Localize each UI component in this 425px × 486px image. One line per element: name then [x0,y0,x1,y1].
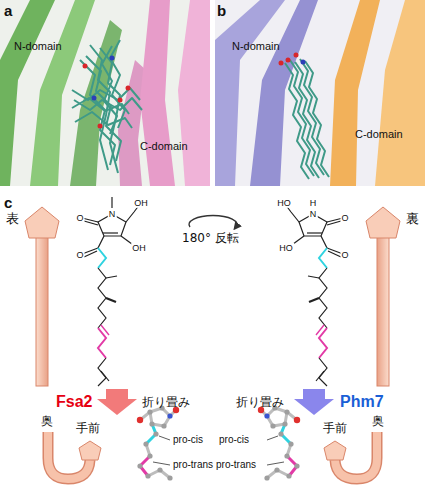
atom-label: OH [131,243,147,253]
atom-label: HO [278,243,294,253]
enzyme-name: Phm7 [340,393,384,411]
atom-label: O [75,213,84,223]
panel-b-structure [215,0,425,186]
prochiral-label: pro-trans [215,459,257,471]
prochiral-label: pro-cis [218,434,250,446]
depth-label: 手前 [323,422,347,436]
strand-schematic [25,207,59,386]
depth-label: 奥 [372,415,384,429]
chemical-structure [82,204,140,386]
panel-letter: c [4,194,12,211]
atom-label: H [309,198,318,208]
fold-label: 折り畳み [236,396,284,410]
fold-arrow [294,389,334,415]
panel-a-structure [0,0,210,186]
depth-label: 奥 [41,415,53,429]
prochiral-label: pro-cis [172,434,204,446]
panel-letter: b [217,2,226,19]
domain-label: N-domain [232,40,280,53]
depth-label: 手前 [76,422,100,436]
domain-label: C-domain [355,128,403,141]
atom-label: HO [276,198,292,208]
rotation-label: 180° 反転 [182,232,239,246]
domain-label: C-domain [140,140,188,153]
prochiral-label: pro-trans [172,459,214,471]
rotation-arrow [189,215,237,227]
atom-label: O [75,250,84,260]
atom-label: N [108,209,117,219]
folded-strand [48,432,101,479]
atom-label: O [340,213,349,223]
atom-label: N [309,209,318,219]
fold-arrow [97,389,137,415]
panel-letter: a [4,2,12,19]
fold-label: 折り畳み [142,396,190,410]
enzyme-name: Fsa2 [56,393,92,411]
face-label: 裏 [406,212,419,227]
face-label: 表 [6,212,19,227]
domain-label: N-domain [14,40,62,53]
atom-label: O [340,250,349,260]
atom-label: OH [133,198,149,208]
